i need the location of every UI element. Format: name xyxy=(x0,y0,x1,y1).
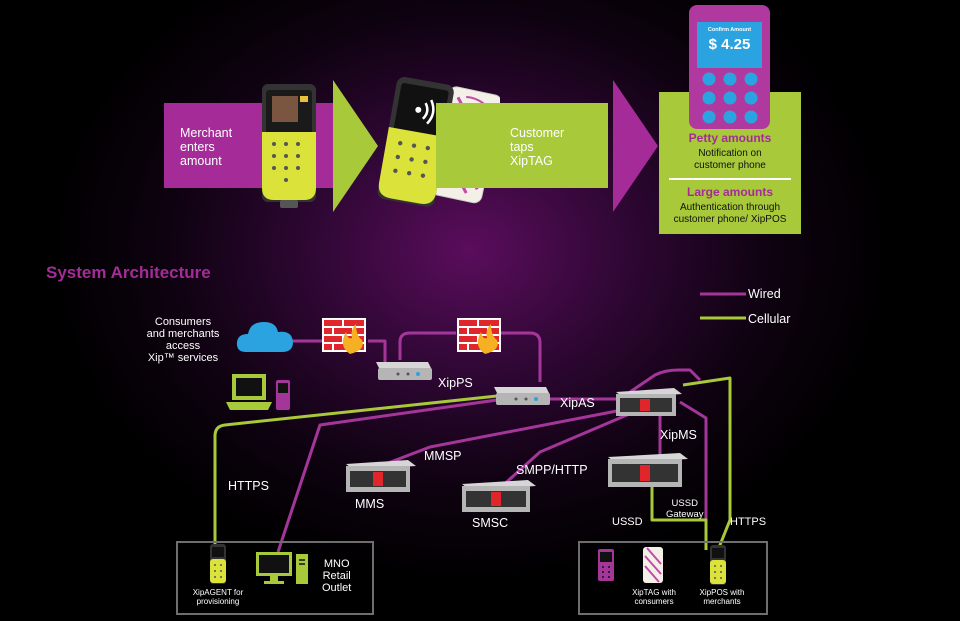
phone-screen-header: Confirm Amount xyxy=(707,27,752,33)
laptop-phone-icon xyxy=(226,374,290,410)
xippos-device-icon xyxy=(262,84,316,208)
smpp-http-label: SMPP/HTTP xyxy=(516,463,588,477)
phone-amount: $ 4.25 xyxy=(708,36,751,53)
phone-screen: Confirm Amount $ 4.25 xyxy=(697,22,762,68)
cloud-icon xyxy=(236,322,293,352)
xipagent-label: XipAGENT for provisioning xyxy=(184,588,252,606)
xipps-router-icon xyxy=(376,362,432,380)
xipas-label: XipAS xyxy=(560,396,595,410)
mms-server-icon xyxy=(346,460,416,492)
firewall-icon xyxy=(322,318,366,354)
arrow-right-1 xyxy=(333,80,378,212)
xipagent-line-2: provisioning xyxy=(196,597,240,606)
access-line-1: Consumers xyxy=(154,316,212,328)
petty-amounts-title: Petty amounts xyxy=(688,131,772,145)
xiptag-card-icon xyxy=(643,547,663,583)
desktop-computer-icon xyxy=(256,552,308,584)
link-firewall2-xipas xyxy=(500,331,542,382)
customer-step-text: Customer taps XipTAG xyxy=(510,126,564,168)
petty-line-2: customer phone xyxy=(694,160,766,171)
large-line-2: customer phone/ XipPOS xyxy=(673,214,787,225)
xippos-merchant-device-icon xyxy=(710,545,726,585)
xipagent-device-icon xyxy=(210,544,226,584)
link-xipas-xipagent-cellular xyxy=(213,394,498,550)
customer-line-1: Customer xyxy=(510,126,565,140)
xippos-merchants-label: XipPOS with merchants xyxy=(690,588,754,606)
mno-line-3: Outlet xyxy=(322,582,352,594)
xiptag-line-1: XipTAG with xyxy=(632,588,676,597)
xipms-label: XipMS xyxy=(660,428,697,442)
ussd-gateway-label: USSD Gateway xyxy=(666,498,704,520)
consumer-phone-icon xyxy=(598,549,614,581)
ussd-gateway-line-1: USSD xyxy=(671,498,698,509)
mno-retail-label: MNO Retail Outlet xyxy=(322,558,351,594)
link-xipms-smsc xyxy=(498,410,635,490)
xiptag-consumers-label: XipTAG with consumers xyxy=(624,588,684,606)
phone-keypad xyxy=(702,72,758,124)
mno-line-2: Retail xyxy=(322,570,351,582)
https-left-label: HTTPS xyxy=(228,479,269,493)
mms-label: MMS xyxy=(355,497,385,511)
firewall-icon-2 xyxy=(457,318,501,354)
link-xipms-xippos xyxy=(679,400,708,550)
merchant-line-2: enters xyxy=(180,140,215,154)
link-xipas-retail xyxy=(276,398,498,553)
architecture-title: System Architecture xyxy=(46,263,211,282)
access-line-4: Xip™ services xyxy=(147,352,219,364)
consumers-merchants-box xyxy=(578,541,768,615)
merchant-line-3: amount xyxy=(180,154,222,168)
xiptag-line-2: consumers xyxy=(634,597,674,606)
legend-wired-label: Wired xyxy=(748,287,781,301)
mno-retail-outlet-box xyxy=(176,541,374,615)
access-text: Consumers and merchants access Xip™ serv… xyxy=(138,316,228,364)
xipas-router-icon xyxy=(494,387,550,405)
xippos-line-1: XipPOS with xyxy=(699,588,745,597)
customer-step-box xyxy=(436,103,608,188)
petty-amounts-text: Notification on customer phone xyxy=(659,148,801,172)
smsc-label: SMSC xyxy=(472,516,509,530)
legend-swatches xyxy=(700,292,746,320)
result-divider xyxy=(669,178,791,180)
ussd-gateway-line-2: Gateway xyxy=(666,509,704,520)
ussd-gateway-server-icon xyxy=(608,453,688,487)
merchant-step-box xyxy=(164,103,347,188)
customer-line-3: XipTAG xyxy=(510,154,553,168)
xippos-line-2: merchants xyxy=(703,597,741,606)
legend-cellular-label: Cellular xyxy=(748,312,791,326)
xipps-label: XipPS xyxy=(438,376,473,390)
link-xipms-top xyxy=(629,368,702,394)
smsc-server-icon xyxy=(462,480,536,512)
mmsp-label: MMSP xyxy=(424,449,462,463)
merchant-step-text: Merchant enters amount xyxy=(180,126,232,168)
xipms-server-icon xyxy=(616,388,682,416)
access-line-3: access xyxy=(165,340,201,352)
customer-phone-icon: Confirm Amount $ 4.25 xyxy=(689,5,770,129)
mno-line-1: MNO xyxy=(323,558,350,570)
https-right-label: HTTPS xyxy=(730,516,767,528)
large-amounts-title: Large amounts xyxy=(686,185,773,199)
large-line-1: Authentication through xyxy=(679,202,781,213)
large-amounts-text: Authentication through customer phone/ X… xyxy=(659,202,801,226)
link-firewall-xipps xyxy=(368,339,387,362)
arrow-right-2 xyxy=(613,80,658,212)
access-line-2: and merchants xyxy=(146,328,220,340)
ussd-label: USSD xyxy=(612,516,643,528)
link-xipps-firewall2 xyxy=(398,331,456,360)
link-ussd-xippos-cellular xyxy=(650,486,708,550)
petty-line-1: Notification on xyxy=(698,148,762,159)
merchant-line-1: Merchant xyxy=(180,126,233,140)
link-xipas-xippos-cellular xyxy=(682,376,732,551)
customer-line-2: taps xyxy=(510,140,534,154)
xipagent-line-1: XipAGENT for xyxy=(192,588,244,597)
